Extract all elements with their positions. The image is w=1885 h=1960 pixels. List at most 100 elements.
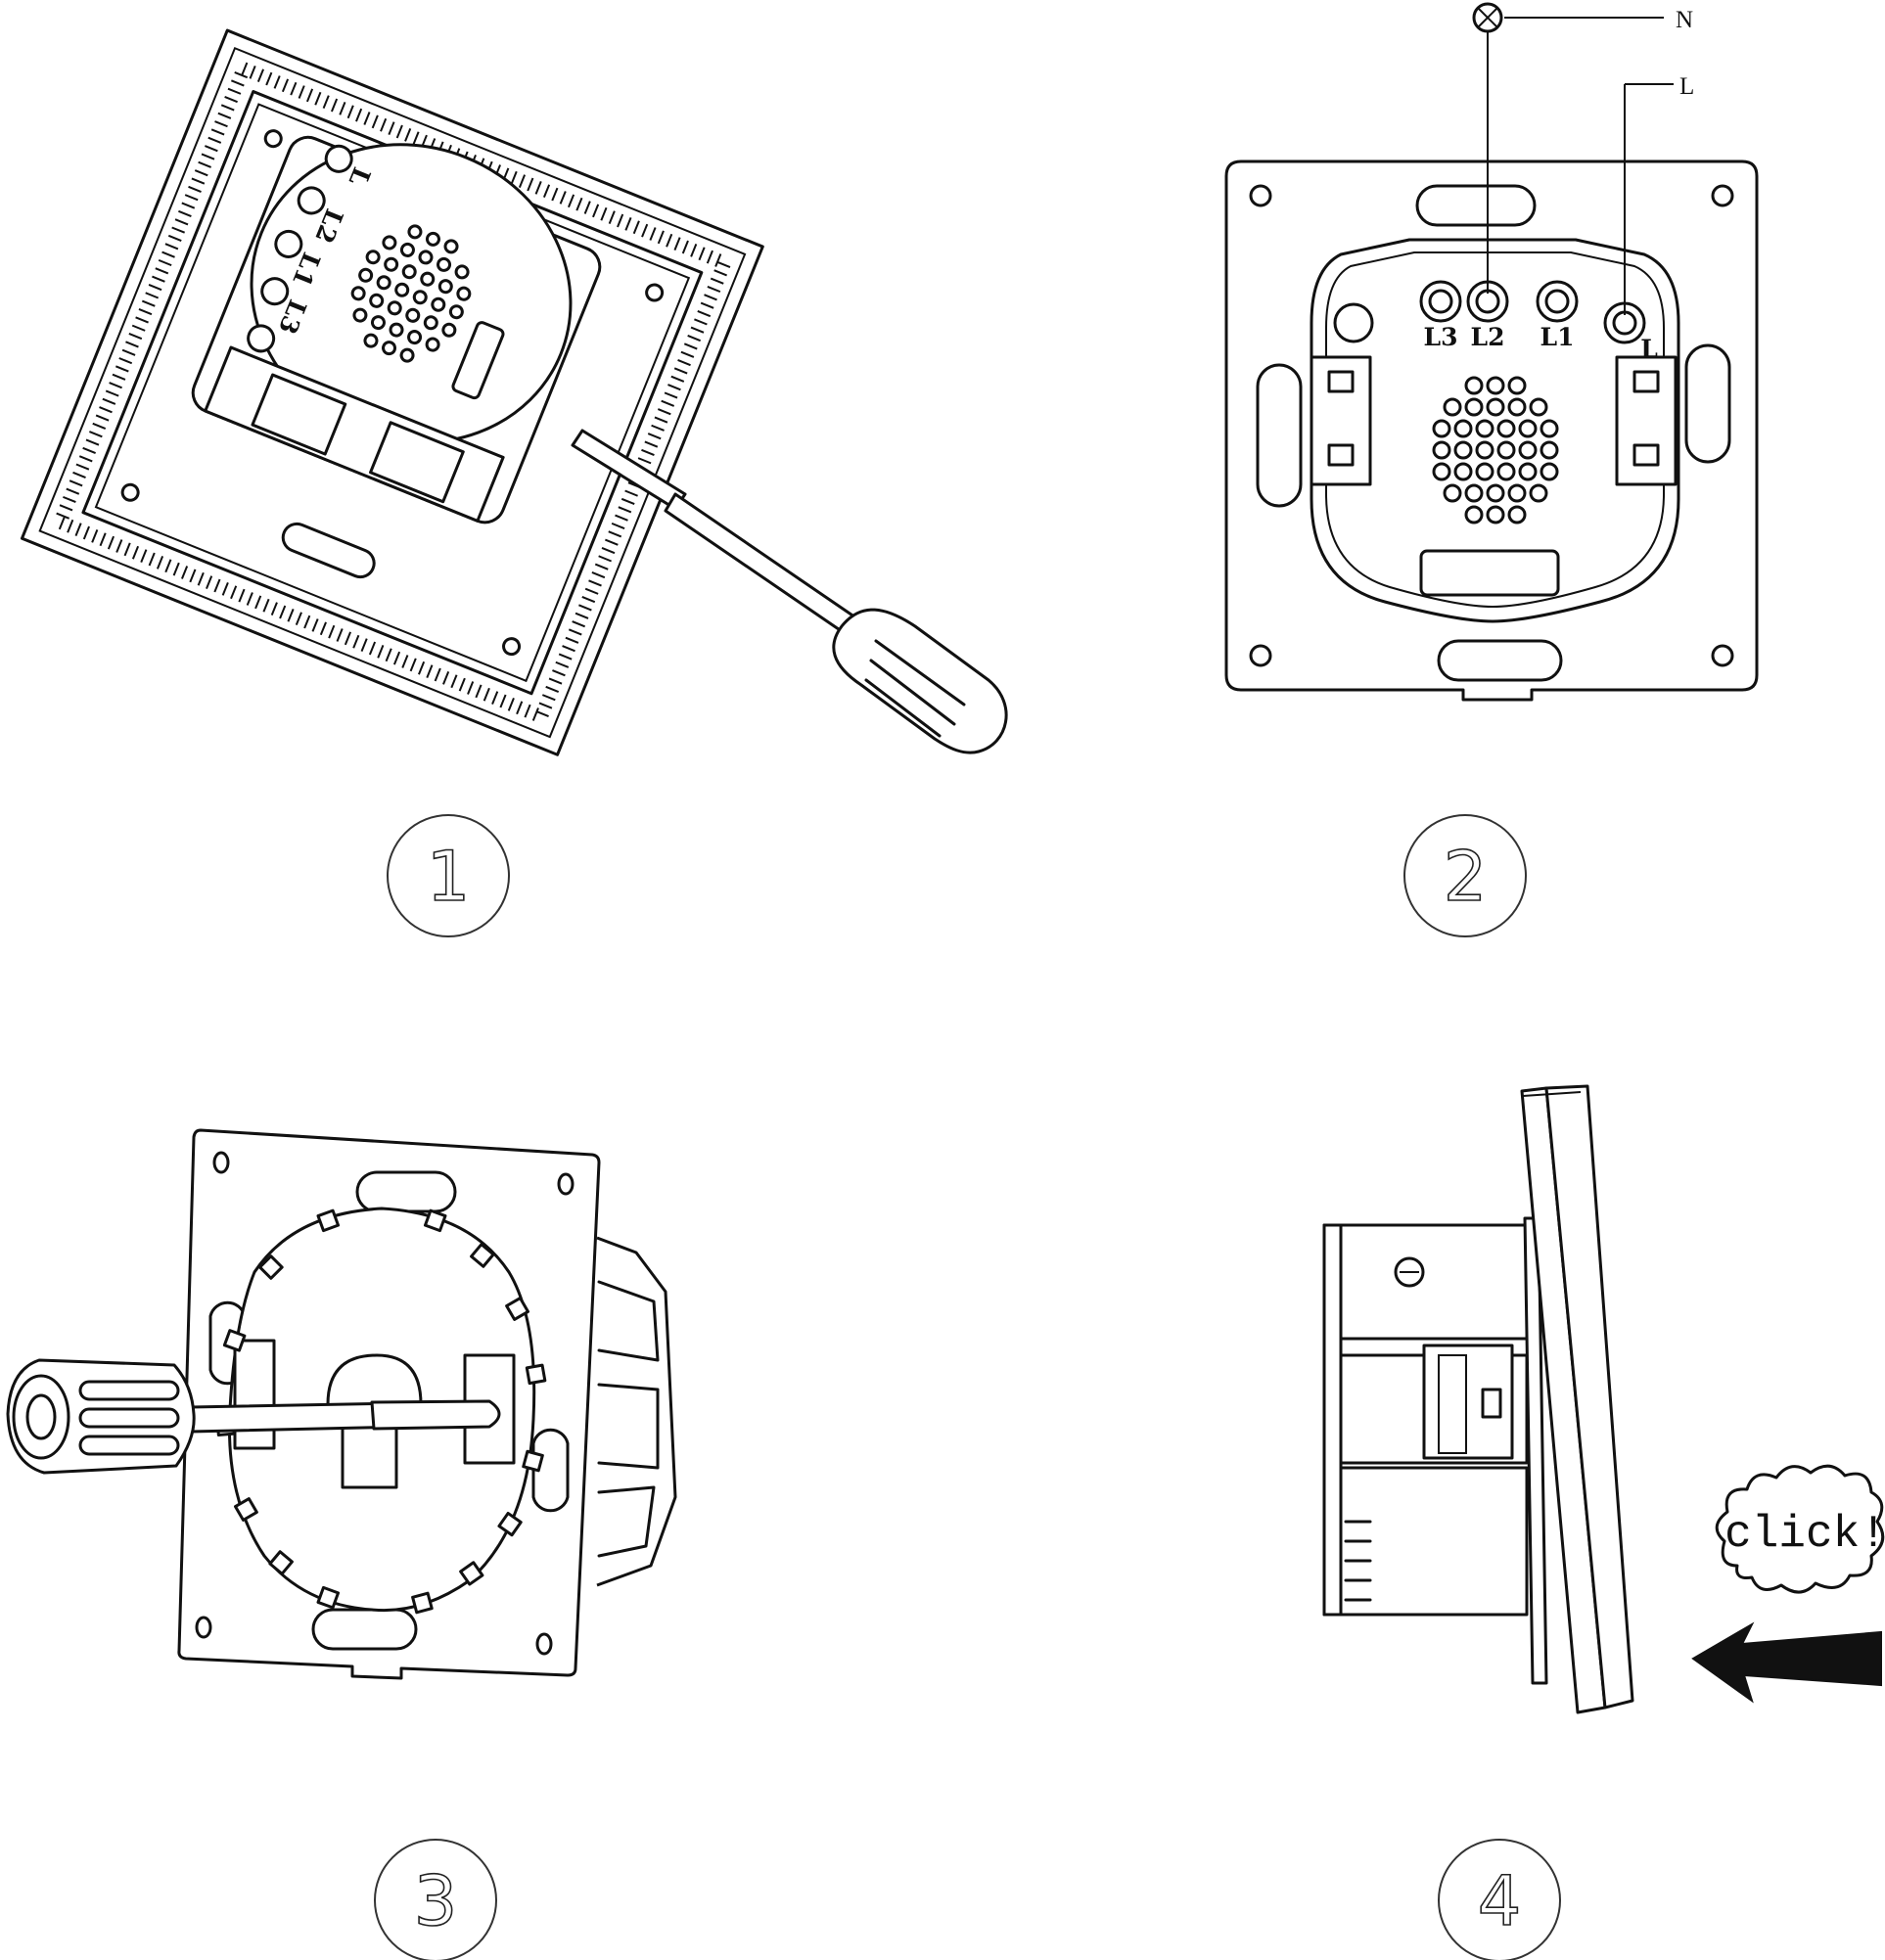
rear-housing (596, 1236, 677, 1587)
speaker-hole (1540, 419, 1559, 438)
speaker-hole (1432, 440, 1451, 460)
speaker-hole (1486, 505, 1505, 524)
clip-detail-icon (1632, 370, 1660, 393)
edge-clip (411, 1591, 434, 1615)
screw-hole-icon (557, 1172, 575, 1196)
led-window (451, 321, 505, 400)
speaker-hole (401, 264, 417, 280)
speaker-hole (358, 267, 374, 283)
module-body-rim (1325, 251, 1665, 609)
step2-illustration: L3 L2 L1 L N L (1224, 2, 1759, 702)
speaker-hole (423, 315, 438, 331)
wiring-lines (1487, 17, 1674, 315)
cover-plate-face (1544, 1084, 1634, 1709)
edge-clip (459, 1561, 484, 1586)
click-callout-text: click! (1724, 1509, 1885, 1560)
vent-ribs (1344, 1520, 1372, 1602)
edge-clip (505, 1297, 529, 1321)
module-side-upper (1322, 1223, 1529, 1341)
mounting-slot-icon (1437, 639, 1563, 682)
step-1-marker: 1 (387, 814, 510, 937)
step-number: 4 (1478, 1861, 1522, 1941)
speaker-hole (407, 330, 423, 345)
terminal-detail (1481, 1388, 1502, 1419)
speaker-hole (384, 256, 399, 272)
mounting-slot-icon (355, 1170, 457, 1213)
neutral-label: N (1676, 7, 1693, 33)
step-circle (374, 1839, 497, 1960)
mounting-slot-icon (311, 1608, 418, 1651)
terminal-label: L (1640, 335, 1658, 363)
terminal-label: L1 (1540, 323, 1575, 351)
speaker-hole (1475, 440, 1494, 460)
speaker-hole (425, 231, 440, 247)
rear-housing-detail (597, 1485, 656, 1558)
speaker-hole (1475, 419, 1494, 438)
edge-clip (268, 1550, 294, 1575)
speaker-hole (389, 322, 404, 338)
terminal-block (369, 421, 465, 504)
frame-pattern (51, 59, 734, 726)
edge-clip (234, 1497, 258, 1522)
step-2-marker: 2 (1403, 814, 1527, 937)
module-body (1310, 238, 1680, 623)
speaker-hole (1496, 440, 1516, 460)
side-slot-right-icon (1684, 343, 1731, 464)
terminal-hole-icon (260, 277, 290, 306)
speaker-hole (1443, 483, 1462, 503)
speaker-hole (456, 286, 472, 301)
step-circle (1403, 814, 1527, 937)
speaker-hole (1486, 376, 1505, 395)
speaker-holes (1432, 376, 1559, 524)
screw-hole-icon (645, 283, 665, 302)
speaker-hole (441, 322, 457, 338)
step-number: 2 (1444, 837, 1488, 917)
screwdriver-icon (6, 1358, 501, 1475)
terminal-block (251, 373, 347, 456)
terminal-hole-icon (247, 324, 276, 353)
step-circle (387, 814, 510, 937)
speaker-hole (420, 271, 436, 287)
speaker-hole (1507, 397, 1527, 417)
screw-hole-icon (1249, 184, 1272, 207)
edge-clip (316, 1208, 341, 1233)
speaker-hole (399, 242, 415, 257)
step3-illustration (6, 1128, 677, 1680)
edge-clip (258, 1254, 284, 1280)
screw-hole-icon (1249, 644, 1272, 667)
terminal-label: L2 (1471, 323, 1505, 351)
speaker-hole (405, 307, 421, 323)
speaker-hole (454, 264, 470, 280)
terminal-l1: L1 (1536, 280, 1579, 351)
edge-clip (316, 1585, 341, 1610)
speaker-hole (352, 307, 368, 323)
terminal-detail (1438, 1354, 1467, 1454)
speaker-hole (431, 296, 446, 312)
speaker-hole (365, 250, 381, 265)
speaker-hole (399, 347, 415, 363)
speaker-hole (1464, 483, 1484, 503)
speaker-hole (1432, 419, 1451, 438)
speaker-hole (1486, 397, 1505, 417)
screw-hole-icon (212, 1151, 230, 1174)
speaker-hole (1529, 397, 1548, 417)
terminal-l3: L3 (1419, 280, 1462, 351)
speaker-hole (376, 275, 391, 291)
live-label: L (1679, 73, 1694, 100)
speaker-hole (1464, 397, 1484, 417)
speaker-hole (1453, 440, 1473, 460)
step4-illustration: click! (1322, 1084, 1885, 1714)
screw-hole-icon (120, 482, 140, 502)
speaker-hole (369, 293, 385, 308)
clip-detail-icon (1327, 370, 1355, 393)
speaker-hole (363, 333, 379, 348)
speaker-hole (1507, 483, 1527, 503)
speaker-hole (437, 256, 452, 272)
speaker-hole (1529, 483, 1548, 503)
speaker-hole (443, 239, 459, 254)
rear-housing-detail (597, 1383, 660, 1470)
edge-clip (222, 1329, 247, 1352)
speaker-hole (1464, 376, 1484, 395)
